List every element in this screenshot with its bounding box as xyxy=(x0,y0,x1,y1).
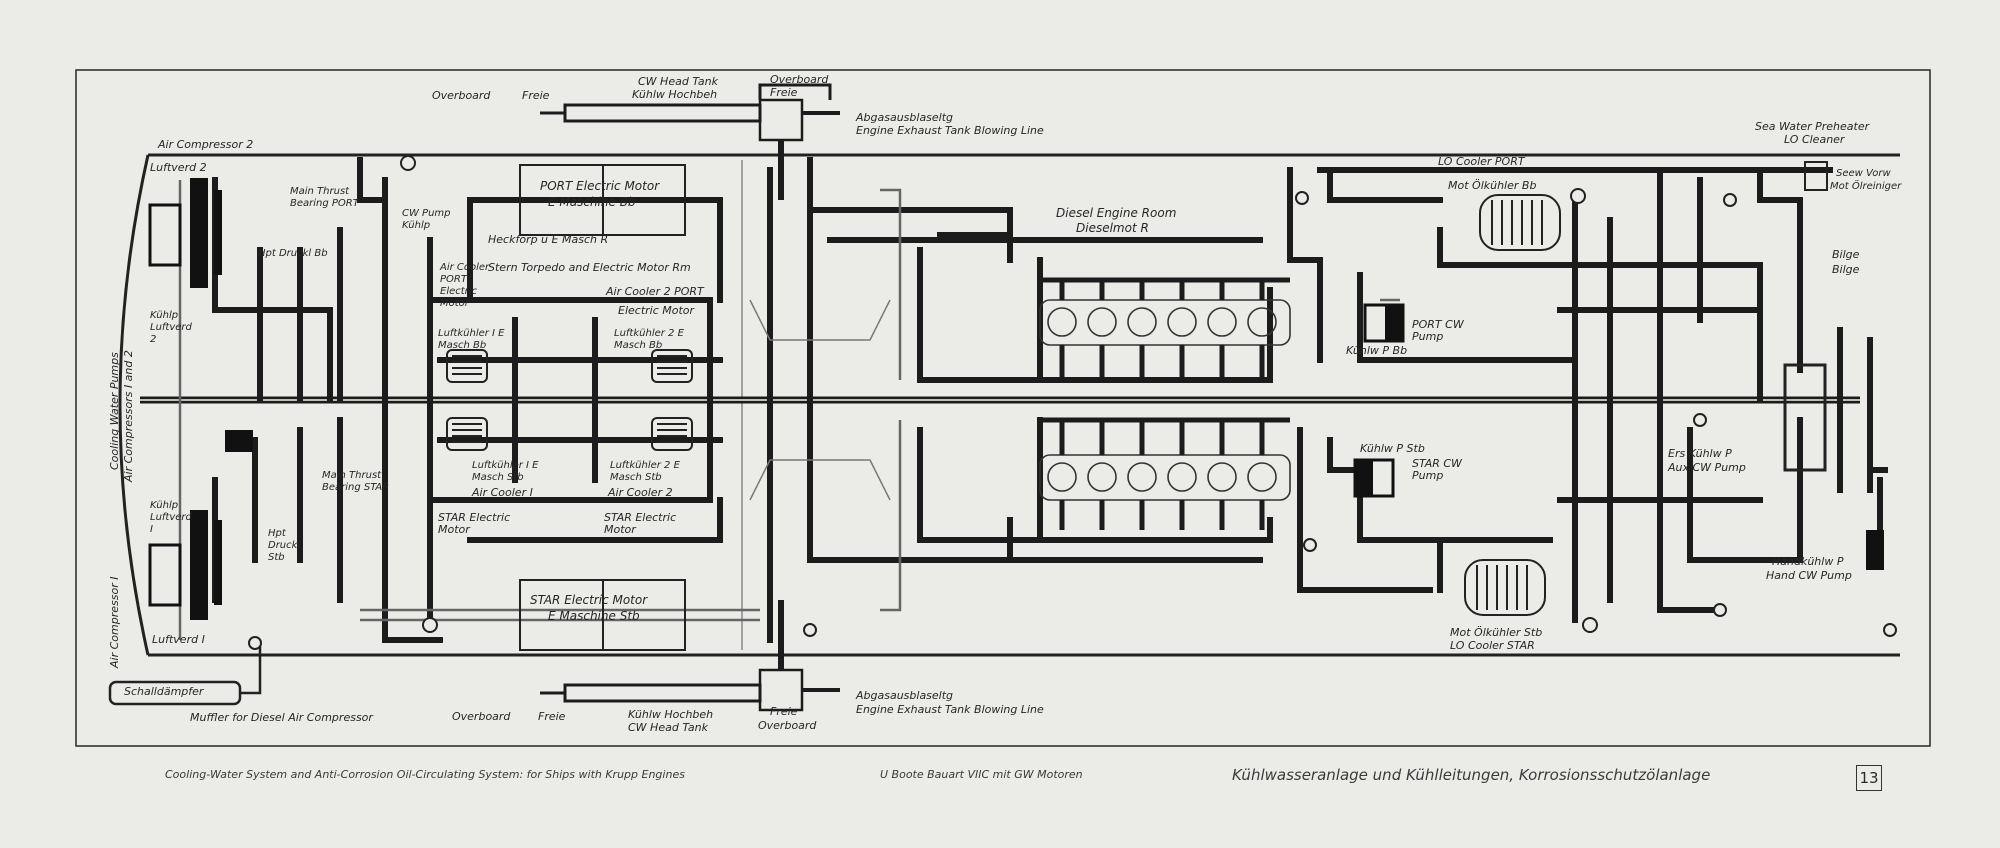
caption-english: Cooling-Water System and Anti-Corrosion … xyxy=(165,768,685,781)
caption-boat-type: U Boote Bauart VIIC mit GW Motoren xyxy=(880,768,1083,781)
label-overboard-top2: Overboard xyxy=(770,73,829,86)
label-air-compressors: Air Compressors I and 2 xyxy=(122,350,135,482)
label-mot-olkuhler-bb: Mot Ölkühler Bb xyxy=(1448,179,1537,192)
label-schalldampfer: Schalldämpfer xyxy=(124,685,204,698)
label-luftverd-1: Luftverd I xyxy=(152,633,205,646)
star-cw-pump xyxy=(1353,458,1395,498)
page-number: 13 xyxy=(1856,765,1882,791)
label-air-cooler-i: Air Cooler I xyxy=(472,486,533,499)
label-kuhlw-hochbeh-bot: Kühlw Hochbeh xyxy=(628,708,714,721)
air-compressor-2 xyxy=(148,178,222,288)
label-heckforp: Heckforp u E Masch R xyxy=(488,233,609,246)
label-exhaust-top: Engine Exhaust Tank Blowing Line xyxy=(856,124,1044,137)
label-handkuhlw-p: Handkühlw P xyxy=(1772,555,1844,568)
engine-branches xyxy=(1040,277,1290,530)
label-abgas-bot: Abgasausblaseltg xyxy=(856,689,954,702)
label-e-maschine-stb: E Maschine Stb xyxy=(548,609,640,623)
label-mot-olreiniger: Mot Ölreiniger xyxy=(1830,181,1902,192)
label-air-compressor-1: Air Compressor I xyxy=(108,576,121,668)
diagram-frame xyxy=(75,69,1931,747)
label-freie-bot: Freie xyxy=(538,710,566,723)
label-cw-head-tank-top: CW Head Tank xyxy=(638,75,718,88)
label-ers-kuhlw-p: Ers Kühlw P xyxy=(1668,447,1732,460)
label-abgas-top: Abgasausblaseltg xyxy=(856,111,954,124)
label-muffler: Muffler for Diesel Air Compressor xyxy=(190,711,373,724)
label-hpt-druckl-stb: Hpt Druckl Stb xyxy=(268,528,301,563)
label-bilge-de: Bilge xyxy=(1832,263,1860,276)
label-freie-bot2: Freie xyxy=(770,705,798,718)
label-overboard-bot2: Overboard xyxy=(758,719,817,732)
label-luftkuhler-2-bb: Luftkühler 2 E Masch Bb xyxy=(614,328,684,351)
label-main-thrust-port: Main Thrust Bearing PORT xyxy=(290,186,359,209)
label-hand-cw-pump: Hand CW Pump xyxy=(1766,569,1852,582)
hull-outline xyxy=(118,153,1900,657)
label-exhaust-bot: Engine Exhaust Tank Blowing Line xyxy=(856,703,1044,716)
right-manifold xyxy=(1783,363,1827,472)
label-star-electric-motor-box: STAR Electric Motor xyxy=(530,593,648,607)
label-air-cooler-2: Air Cooler 2 xyxy=(608,486,673,499)
label-cw-head-tank-bot: CW Head Tank xyxy=(628,721,708,734)
diesel-engine-port xyxy=(1039,299,1291,346)
label-bilge: Bilge xyxy=(1832,248,1860,261)
label-lo-cooler-port: LO Cooler PORT xyxy=(1438,155,1525,168)
label-dieselmot-r: Dieselmot R xyxy=(1076,221,1149,235)
label-electric-motor-top: Electric Motor xyxy=(618,304,695,317)
port-cw-pump xyxy=(1363,303,1405,343)
label-aux-cw-pump: Aux CW Pump xyxy=(1668,461,1746,474)
label-lo-cooler-star: LO Cooler STAR xyxy=(1450,639,1535,652)
star-electric-motor-box xyxy=(519,579,686,651)
label-star-cw-pump: STAR CW Pump xyxy=(1412,457,1462,482)
label-kuhlw-p-stb: Kühlw P Stb xyxy=(1360,442,1425,455)
lo-cooler-port xyxy=(1479,194,1561,251)
label-cw-pump-kuhlp: CW Pump Kühlp xyxy=(402,208,451,231)
label-main-thrust-star: Main Thrust Bearing STAR xyxy=(322,470,390,493)
label-air-cooler-port: Air Cooler PORT Electric Motor xyxy=(440,262,490,309)
secondary-pipes xyxy=(178,180,1400,640)
label-seew-vorw: Seew Vorw xyxy=(1836,168,1891,179)
label-star-electric-motor-l: STAR Electric Motor xyxy=(438,511,511,536)
label-freie-top2: Freie xyxy=(770,86,798,99)
head-tank-bottom xyxy=(540,600,840,712)
label-overboard-bot: Overboard xyxy=(452,710,511,723)
label-air-compressor-2: Air Compressor 2 xyxy=(158,138,254,151)
caption-german: Kühlwasseranlage und Kühlleitungen, Korr… xyxy=(1232,766,1711,784)
label-freie-top: Freie xyxy=(522,89,550,102)
sea-water-preheater xyxy=(1804,161,1828,191)
label-luftkuhler-2-stb: Luftkühler 2 E Masch Stb xyxy=(610,460,680,483)
port-electric-motor-box xyxy=(519,164,686,236)
label-e-maschine-bb: E Maschine Bb xyxy=(548,195,636,209)
hand-cw-pump xyxy=(1866,530,1884,570)
label-port-electric-motor: PORT Electric Motor xyxy=(540,179,660,193)
label-diesel-engine-room: Diesel Engine Room xyxy=(1056,206,1177,220)
air-coolers xyxy=(446,349,693,451)
head-tank-top xyxy=(540,83,840,200)
label-air-cooler-2-port: Air Cooler 2 PORT xyxy=(606,285,704,298)
label-hpt-druckl-bb: Hpt Druckl Bb xyxy=(258,248,328,259)
label-luftkuhler-i-bb: Luftkühler I E Masch Bb xyxy=(438,328,505,351)
air-compressor-1 xyxy=(148,510,222,620)
cw-pump-left xyxy=(225,430,253,452)
muffler xyxy=(108,640,262,706)
bulkhead-outlines xyxy=(749,299,891,501)
label-overboard-top: Overboard xyxy=(432,89,491,102)
label-kuhlw-p-bb: Kühlw P Bb xyxy=(1346,344,1408,357)
label-sea-water-preheater: Sea Water Preheater xyxy=(1755,120,1870,133)
label-luftkuhler-i-stb: Luftkühler I E Masch Stb xyxy=(472,460,539,483)
label-lo-cleaner: LO Cleaner xyxy=(1784,133,1845,146)
label-port-cw-pump: PORT CW Pump xyxy=(1412,318,1464,343)
label-star-electric-motor-r: STAR Electric Motor xyxy=(604,511,677,536)
label-mot-olkuhler-stb: Mot Ölkühler Stb xyxy=(1450,626,1543,639)
label-luftverd-2: Luftverd 2 xyxy=(150,161,207,174)
diesel-engine-star xyxy=(1039,454,1291,501)
lo-cooler-star xyxy=(1464,559,1546,616)
valves xyxy=(248,155,1897,650)
label-kuhlp-luftverd-2: Kühlp Luftverd 2 xyxy=(150,310,192,345)
label-kuhlw-hochbeh-top: Kühlw Hochbeh xyxy=(632,88,718,101)
label-kuhlp-luftverd-i: Kühlp Luftverd I xyxy=(150,500,192,535)
label-cooling-water-pumps: Cooling Water Pumps xyxy=(108,352,121,470)
label-stern-torpedo: Stern Torpedo and Electric Motor Rm xyxy=(488,261,691,274)
